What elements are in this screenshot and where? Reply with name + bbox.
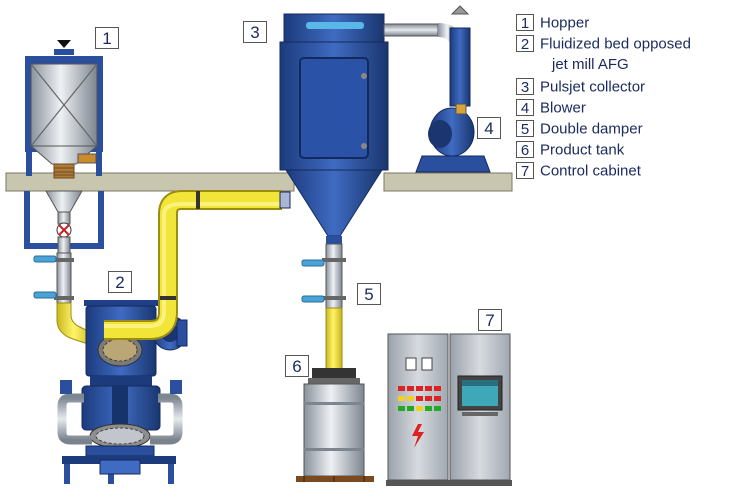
- legend-number: 1: [516, 14, 534, 32]
- legend-label: Product tank: [540, 141, 625, 159]
- legend-label: Double damper: [540, 120, 643, 138]
- product-tank: [296, 368, 374, 482]
- legend-number: 5: [516, 120, 534, 138]
- legend-item: 4 Blower: [516, 99, 586, 119]
- legend-item: 6 Product tank: [516, 141, 624, 161]
- callout-hopper: 1: [95, 27, 119, 49]
- hmi-monitor: [457, 375, 503, 416]
- callout-blower: 4: [477, 117, 501, 139]
- callout-cabinet: 7: [478, 309, 502, 331]
- double-damper: [301, 243, 346, 371]
- high-voltage-icon: [412, 424, 424, 448]
- legend-item: 2 Fluidized bed opposed: [516, 35, 691, 55]
- legend-item: 7 Control cabinet: [516, 162, 641, 182]
- legend-number: 7: [516, 162, 534, 180]
- control-cabinet: [386, 333, 512, 486]
- platform-right: [383, 172, 513, 192]
- platform-left: [5, 172, 295, 192]
- legend-item: 1 Hopper: [516, 14, 589, 34]
- callout-damper: 5: [357, 283, 381, 305]
- legend-label-continuation: jet mill AFG: [552, 56, 629, 73]
- legend-label: Pulsjet collector: [540, 78, 646, 96]
- legend-label: Control cabinet: [540, 162, 641, 180]
- legend-item: 3 Pulsjet collector: [516, 78, 645, 98]
- feed-pipe: [33, 252, 95, 345]
- callout-collector: 3: [243, 21, 267, 43]
- legend-label: Hopper: [540, 14, 590, 32]
- legend-number: 6: [516, 141, 534, 159]
- legend-number: 3: [516, 78, 534, 96]
- legend-item: 5 Double damper: [516, 120, 643, 140]
- legend-label: Blower: [540, 99, 586, 117]
- callout-tank: 6: [285, 355, 309, 377]
- blower: [415, 5, 491, 173]
- product-duct: [104, 190, 291, 340]
- pulsjet-collector: [279, 13, 465, 244]
- legend-number: 4: [516, 99, 534, 117]
- hopper: [24, 40, 104, 254]
- callout-jet-mill: 2: [108, 271, 132, 293]
- indicator-lights: [398, 386, 441, 411]
- legend-label: Fluidized bed opposed: [540, 35, 691, 53]
- legend-number: 2: [516, 35, 534, 53]
- hopper-inlet-arrow: [57, 40, 71, 48]
